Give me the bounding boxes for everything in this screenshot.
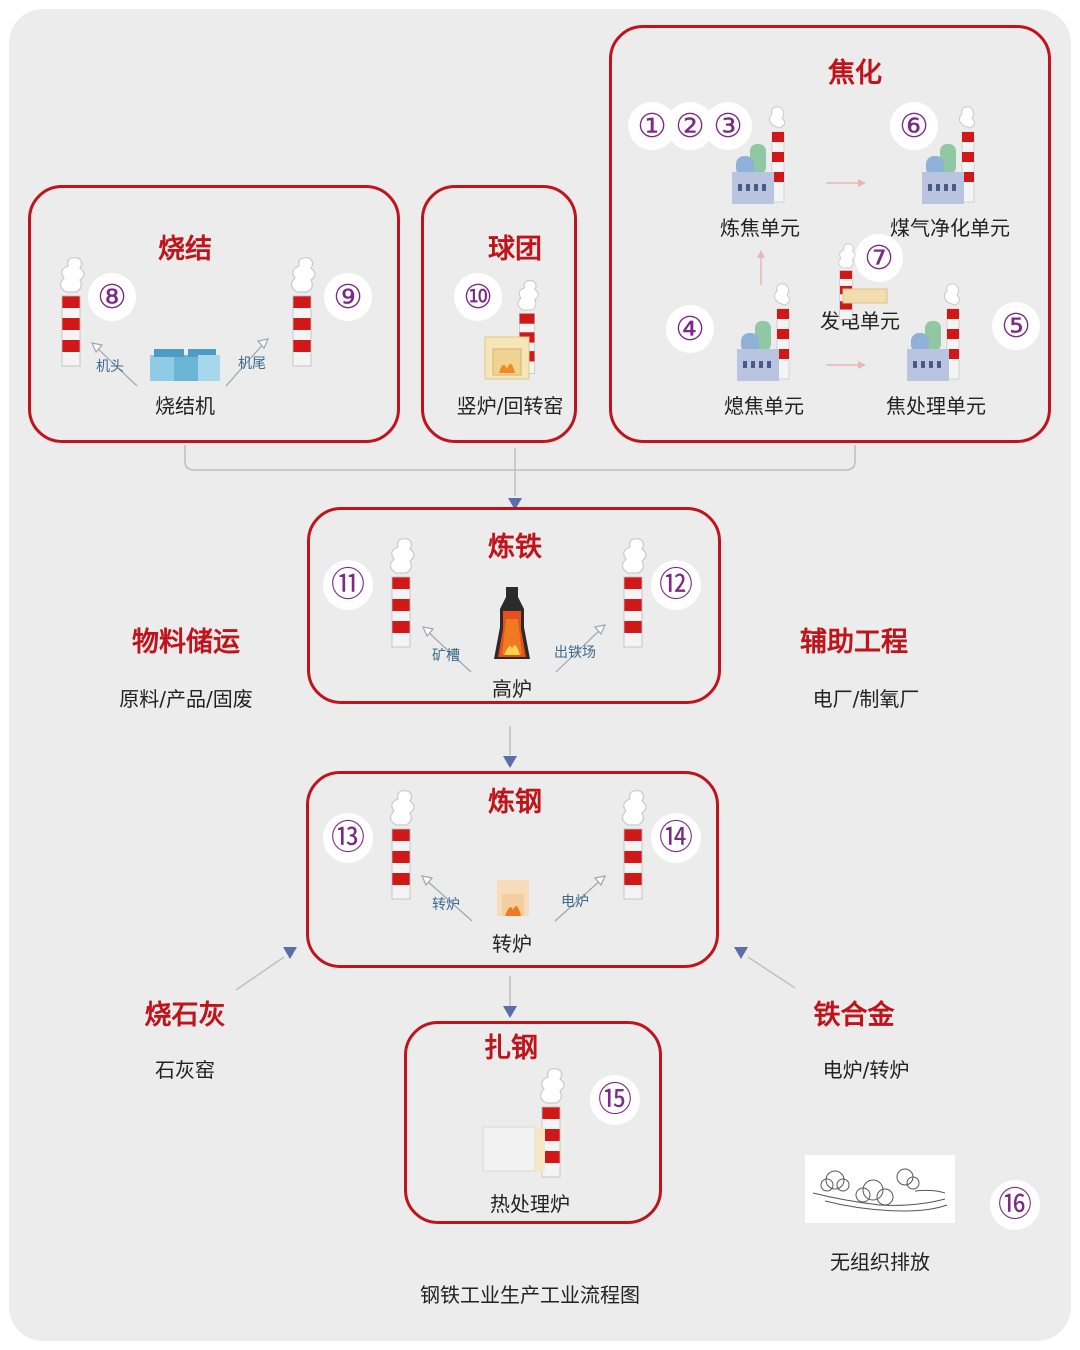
coking-unit-label: 炼焦单元 xyxy=(720,216,800,240)
quenching-unit-label: 熄焦单元 xyxy=(724,394,804,418)
heat-treatment-furnace-icon xyxy=(482,1126,545,1172)
gas-purification-unit-label: 煤气净化单元 xyxy=(890,216,1010,240)
ore-trough-tag: 矿槽 xyxy=(432,648,460,664)
number-badge-3: ③ xyxy=(704,102,752,150)
number-badge-5: ⑤ xyxy=(992,302,1040,350)
pellet-device-label: 竖炉/回转窑 xyxy=(456,394,564,418)
number-badge-9: ⑨ xyxy=(324,273,372,321)
converter-furnace-icon xyxy=(497,880,529,916)
chimney-icon xyxy=(290,257,316,367)
ferroalloy-title: 铁合金 xyxy=(813,1000,895,1031)
rolling-title: 扎钢 xyxy=(484,1033,538,1064)
machine-head-tag: 机头 xyxy=(96,359,124,375)
gas-purification-factory-icon xyxy=(921,106,976,205)
chimney-icon xyxy=(621,790,647,900)
rolling-box xyxy=(404,1021,662,1224)
coking-box xyxy=(609,25,1051,443)
tapping-field-tag: 出铁场 xyxy=(554,645,596,661)
chimney-icon xyxy=(389,538,415,648)
number-badge-14: ⑭ xyxy=(651,813,701,863)
number-badge-15: ⑮ xyxy=(590,1075,640,1125)
coke-treatment-factory-icon xyxy=(906,283,961,382)
electric-furnace-tag: 电炉 xyxy=(561,894,589,910)
steelmaking-title: 炼钢 xyxy=(488,787,542,818)
material-sub: 原料/产品/固废 xyxy=(119,687,253,711)
chimney-icon xyxy=(59,257,85,367)
blast-furnace-icon xyxy=(494,587,530,659)
heat-treatment-furnace-label: 热处理炉 xyxy=(490,1192,570,1216)
auxiliary-title: 辅助工程 xyxy=(800,627,908,658)
shaft-kiln-icon xyxy=(484,336,530,380)
number-badge-11: ⑪ xyxy=(323,560,373,610)
number-badge-12: ⑫ xyxy=(651,560,701,610)
converter-tag: 转炉 xyxy=(432,897,460,913)
number-badge-6: ⑥ xyxy=(890,102,938,150)
machine-tail-tag: 机尾 xyxy=(238,356,266,372)
converter-label: 转炉 xyxy=(492,932,532,956)
coke-treatment-unit-label: 焦处理单元 xyxy=(886,394,986,418)
fugitive-emission-icon xyxy=(805,1155,955,1223)
number-badge-13: ⑬ xyxy=(323,813,373,863)
sintering-title: 烧结 xyxy=(158,234,212,265)
ironmaking-box xyxy=(307,507,721,704)
ferroalloy-sub: 电炉/转炉 xyxy=(822,1058,910,1082)
coking-unit-factory-icon xyxy=(731,106,786,205)
number-badge-10: ⑩ xyxy=(454,273,502,321)
ironmaking-title: 炼铁 xyxy=(488,532,542,563)
number-badge-8: ⑧ xyxy=(88,273,136,321)
material-title: 物料储运 xyxy=(132,627,240,658)
steelmaking-box xyxy=(306,771,719,968)
coking-title: 焦化 xyxy=(828,58,882,89)
lime-title: 烧石灰 xyxy=(144,1000,226,1031)
diagram-canvas xyxy=(9,9,1071,1341)
diagram-caption: 钢铁工业生产工业流程图 xyxy=(420,1283,640,1307)
power-unit-label: 发电单元 xyxy=(820,309,900,333)
number-badge-16: ⑯ xyxy=(990,1180,1040,1230)
pellet-title: 球团 xyxy=(488,234,542,265)
chimney-icon xyxy=(389,790,415,900)
number-badge-7: ⑦ xyxy=(855,234,903,282)
sintering-machine-icon xyxy=(150,349,220,381)
number-badge-4: ④ xyxy=(666,305,714,353)
chimney-icon xyxy=(621,538,647,648)
sintering-machine-label: 烧结机 xyxy=(155,394,215,418)
fugitive-emission-label: 无组织排放 xyxy=(830,1250,930,1274)
quenching-factory-icon xyxy=(736,283,791,382)
blast-furnace-label: 高炉 xyxy=(492,677,532,701)
pellet-box xyxy=(421,185,577,443)
auxiliary-sub: 电厂/制氧厂 xyxy=(812,687,920,711)
power-plant-icon xyxy=(842,288,888,304)
lime-sub: 石灰窑 xyxy=(155,1058,215,1082)
chimney-icon xyxy=(838,243,856,320)
sintering-box xyxy=(28,185,400,443)
